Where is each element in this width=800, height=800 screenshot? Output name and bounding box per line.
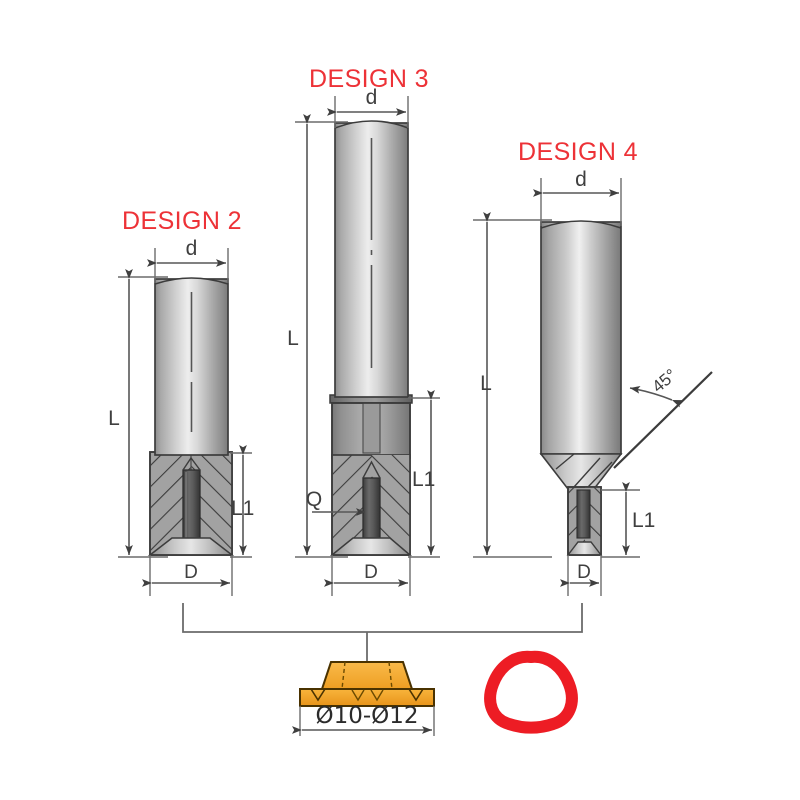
insert-connector-bracket <box>182 603 583 665</box>
design-4-head <box>566 486 603 556</box>
design-2-dim-d: d <box>147 237 229 283</box>
design-4-label-d: d <box>575 168 587 191</box>
design-4-label-angle: 45° <box>649 365 681 396</box>
design-4-dim-L: L <box>473 212 552 558</box>
design-2-group: d L L1 D DESIGN <box>108 207 254 596</box>
design-4-title: DESIGN 4 <box>518 138 638 166</box>
design-3-title: DESIGN 3 <box>309 65 429 93</box>
trigon-insert-outline <box>484 650 578 734</box>
design-4-label-D: D <box>577 562 591 583</box>
design-3-label-L1: L1 <box>412 468 435 491</box>
design-4-shank <box>539 220 623 490</box>
insert-detail: Ø10-Ø12 <box>292 661 435 736</box>
design-3-head <box>329 394 413 556</box>
design-3-group: d L L1 Q <box>287 65 440 596</box>
design-2-shank <box>154 277 229 456</box>
design-4-label-L1: L1 <box>632 509 655 532</box>
design-3-dim-D: D <box>324 555 411 596</box>
design-3-label-d: d <box>366 86 378 109</box>
design-3-label-L: L <box>287 327 299 350</box>
design-3-dim-L1: L1 <box>408 390 440 558</box>
design-4-label-L: L <box>480 372 492 395</box>
design-4-dim-d: d <box>533 168 622 226</box>
design-2-title: DESIGN 2 <box>122 207 242 235</box>
insert-diameter-label: Ø10-Ø12 <box>315 703 418 729</box>
design-3-label-D: D <box>364 562 378 583</box>
design-2-label-D: D <box>184 562 198 583</box>
design-4-angle-annotation: 45° <box>613 365 713 469</box>
design-2-dim-L: L <box>108 269 168 558</box>
design-3-dim-L: L <box>287 114 348 558</box>
design-2-dim-L1: L1 <box>230 445 254 558</box>
design-2-label-L: L <box>108 407 120 430</box>
design-2-label-L1: L1 <box>231 497 254 520</box>
design-4-dim-L1: L1 <box>601 482 655 558</box>
design-4-dim-D: D <box>560 555 602 596</box>
design-4-group: d L L1 D <box>473 138 713 596</box>
design-2-label-d: d <box>186 237 198 260</box>
design-3-label-Q: Q <box>306 488 322 511</box>
design-3-dim-Q: Q <box>306 488 366 516</box>
design-3-shank <box>334 120 409 398</box>
design-2-dim-D: D <box>142 555 233 596</box>
design-2-head <box>147 451 235 556</box>
